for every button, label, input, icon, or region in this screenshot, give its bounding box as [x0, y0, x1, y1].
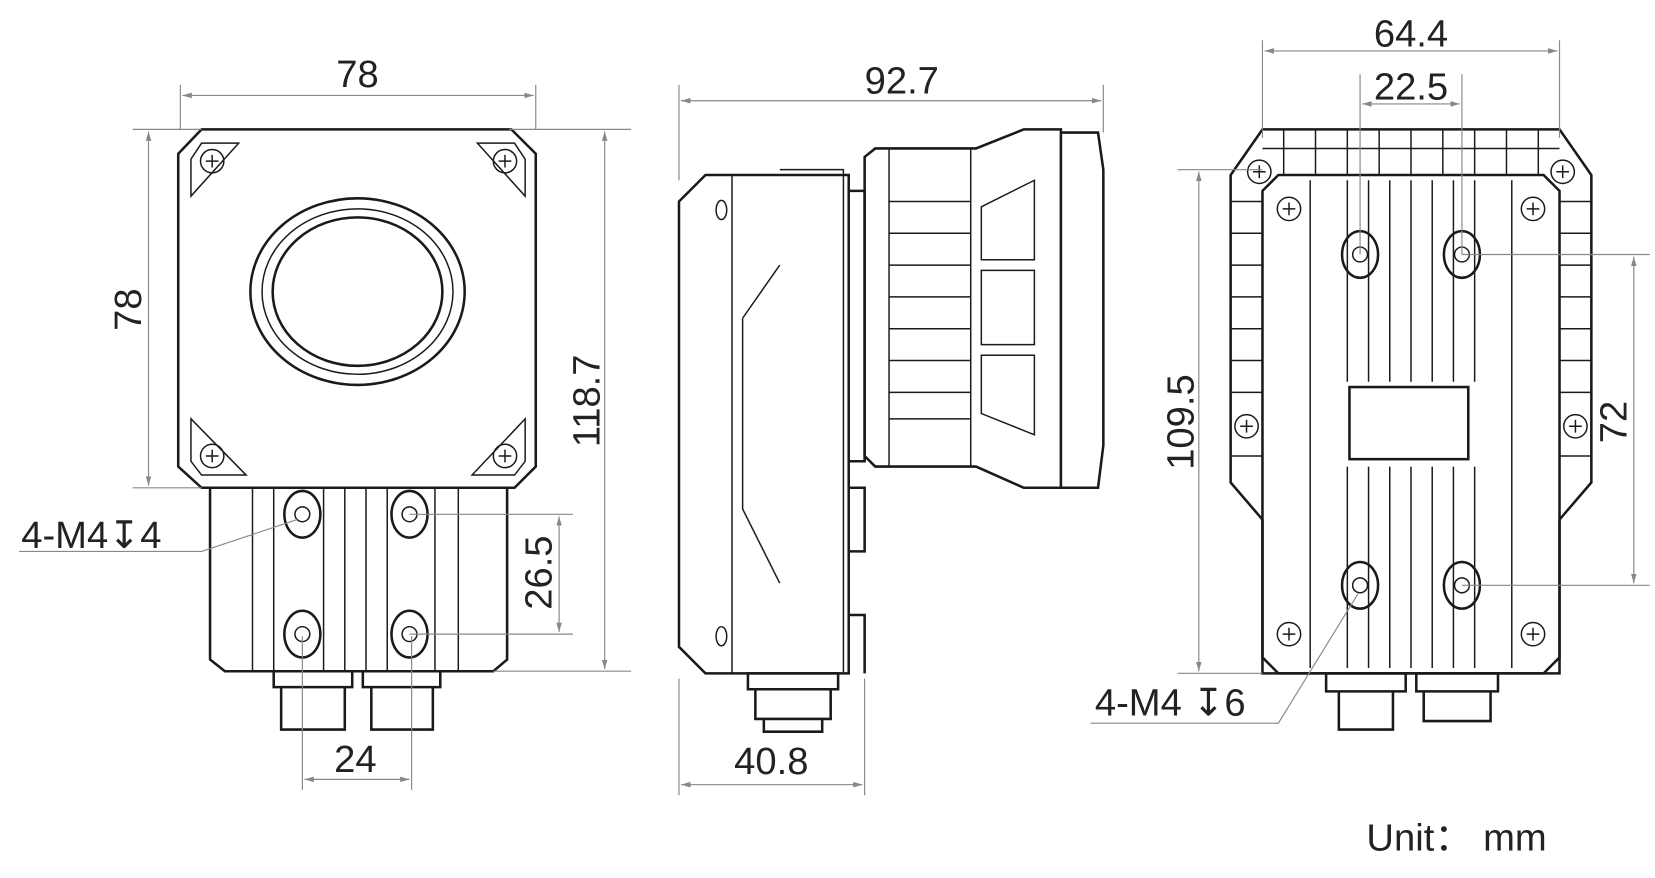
back-height-label: 109.5	[1160, 374, 1203, 470]
back-hole-horizontal-label: 22.5	[1374, 66, 1448, 109]
back-width-label: 64.4	[1374, 13, 1448, 56]
front-total-height-label: 118.7	[565, 354, 608, 447]
back-view	[1229, 128, 1593, 731]
front-hole-horizontal-label: 24	[334, 738, 376, 781]
side-total-length-label: 92.7	[865, 59, 939, 102]
back-thread-note: 4-M4 ↧6	[1095, 682, 1246, 725]
back-dimensions: 64.4 22.5 109.5 72 4-M4 ↧6	[1090, 13, 1650, 725]
front-thread-note: 4-M4↧4	[21, 514, 161, 557]
front-view	[176, 128, 538, 731]
unit-label: Unit： mm	[1366, 816, 1546, 859]
front-hole-vertical-label: 26.5	[518, 535, 561, 609]
front-dimensions: 78 78 118.7 26.5 24 4-M4↧4	[19, 53, 632, 790]
side-view	[677, 128, 1105, 733]
back-hole-vertical-label: 72	[1592, 401, 1635, 443]
front-plate-height-label: 78	[107, 288, 150, 330]
front-width-label: 78	[336, 53, 378, 96]
side-body-length-label: 40.8	[734, 740, 808, 783]
side-dimensions: 92.7 40.8	[678, 59, 1104, 796]
